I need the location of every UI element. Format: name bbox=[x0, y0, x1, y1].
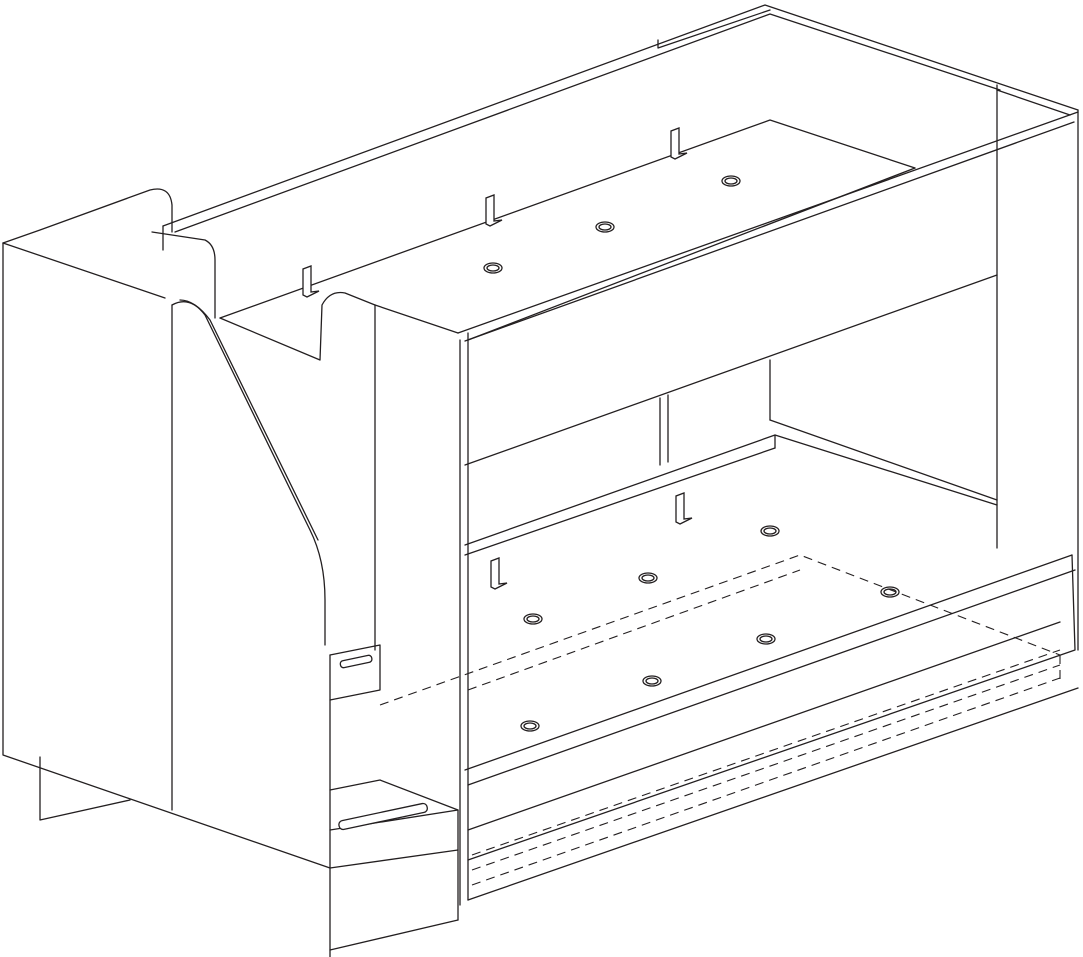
hole bbox=[645, 677, 659, 685]
bracket bbox=[485, 194, 503, 227]
hole bbox=[598, 223, 612, 231]
hole bbox=[642, 675, 662, 687]
hole bbox=[641, 574, 655, 582]
hole bbox=[883, 588, 897, 596]
lower-front-rail bbox=[464, 554, 1076, 861]
right-end-panel bbox=[996, 84, 1079, 651]
hole bbox=[638, 572, 658, 584]
upper-platform bbox=[151, 119, 916, 361]
hole bbox=[880, 586, 900, 598]
bracket bbox=[675, 492, 693, 525]
upper-front-rail bbox=[457, 111, 1079, 906]
hole bbox=[721, 175, 741, 187]
drawer bbox=[467, 649, 1079, 901]
holes bbox=[483, 175, 900, 732]
hole bbox=[526, 615, 540, 623]
hole bbox=[724, 177, 738, 185]
brackets bbox=[302, 127, 693, 590]
bracket bbox=[302, 265, 320, 298]
lower-back-rail bbox=[464, 419, 998, 556]
hidden-lines bbox=[379, 554, 1061, 706]
hole bbox=[483, 262, 503, 274]
bracket bbox=[490, 557, 508, 590]
middle-posts bbox=[659, 359, 771, 466]
hole bbox=[763, 527, 777, 535]
hole bbox=[486, 264, 500, 272]
hole bbox=[523, 613, 543, 625]
hole bbox=[760, 525, 780, 537]
hole bbox=[523, 722, 537, 730]
hole bbox=[759, 635, 773, 643]
upper-back-panel bbox=[162, 4, 1079, 251]
hole bbox=[595, 221, 615, 233]
hole bbox=[756, 633, 776, 645]
stair-unit bbox=[2, 188, 459, 957]
bracket bbox=[670, 127, 688, 160]
hole bbox=[520, 720, 540, 732]
